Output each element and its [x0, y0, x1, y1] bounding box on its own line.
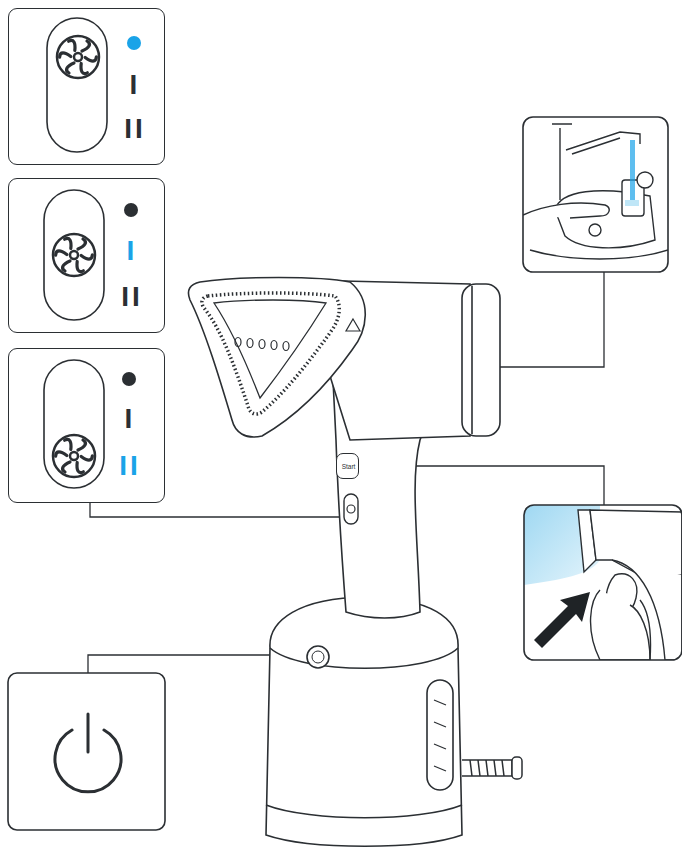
steamer-base — [266, 597, 462, 846]
switch-panel: III — [8, 178, 165, 333]
fan-icon — [57, 36, 99, 78]
inset-frame — [524, 505, 682, 660]
fill-inset — [523, 117, 668, 272]
switch-panel: III — [8, 348, 165, 503]
start-inset — [524, 505, 682, 660]
speed-label: I — [130, 71, 141, 99]
steamer-head — [188, 278, 365, 438]
fan-switch — [344, 494, 358, 524]
fan-icon — [53, 435, 95, 477]
press-arrow — [534, 592, 590, 648]
speed-label: II — [124, 115, 146, 143]
off-dot — [122, 372, 136, 386]
power-cord — [462, 757, 522, 779]
speed-label: I — [127, 237, 138, 265]
speed-label: II — [121, 283, 143, 311]
power-symbol — [55, 714, 121, 792]
off-dot — [127, 36, 141, 50]
speed-label: I — [125, 405, 136, 433]
fan-switch-knob — [347, 505, 355, 513]
button-label: Start — [342, 464, 356, 471]
switch-panel: III — [8, 8, 165, 165]
switch-panels — [44, 18, 107, 488]
inset-frame — [523, 117, 668, 272]
fan-icon — [53, 234, 95, 276]
start-button: Start — [336, 453, 359, 479]
speed-label: II — [119, 452, 141, 480]
power-panel — [8, 673, 165, 830]
off-dot — [124, 203, 138, 217]
